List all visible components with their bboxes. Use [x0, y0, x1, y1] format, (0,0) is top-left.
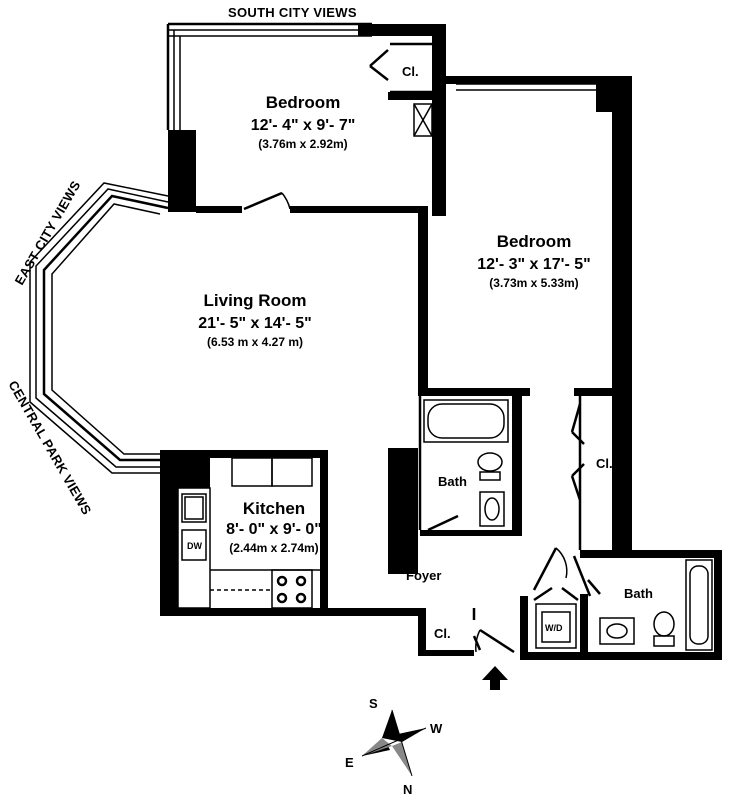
washer-dryer-icon [535, 603, 577, 649]
foyer-bedroom-door [532, 547, 592, 597]
wd-closet-doors [533, 586, 579, 602]
entry-arrow-icon [482, 666, 508, 690]
kitchen-name: Kitchen [243, 499, 305, 518]
closet-foyer-label: Cl. [434, 626, 451, 641]
bedroom-large-name: Bedroom [497, 232, 572, 251]
kitchen-metric: (2.44m x 2.74m) [229, 541, 318, 555]
stove-icon [271, 569, 313, 609]
east-city-views-label: EAST CITY VIEWS [12, 178, 84, 287]
bay-window [29, 182, 169, 474]
bath-center-door [427, 514, 459, 532]
bedroom-large-metric: (3.73m x 5.33m) [489, 276, 578, 290]
bedroom-large-dims: 12'- 3" x 17'- 5" [477, 256, 591, 273]
bath-center-sink-icon [479, 491, 505, 527]
compass-west-label: W [430, 721, 443, 736]
bedroom-small-door [243, 191, 291, 211]
entry-door [475, 628, 515, 654]
closet-right-doors [570, 403, 585, 501]
bath-right-name: Bath [624, 586, 653, 601]
bedroom-large-walls [418, 76, 632, 556]
closet-top [369, 42, 432, 100]
bedroom-small-dims: 12'- 4" x 9'- 7" [251, 117, 356, 134]
bedroom-small-walls [166, 22, 446, 216]
kitchen-walls [160, 450, 418, 616]
compass-south-label: S [369, 696, 378, 711]
living-room-name: Living Room [204, 291, 307, 310]
closet-right-label: Cl. [596, 456, 613, 471]
living-room-metric: (6.53 m x 4.27 m) [207, 335, 303, 349]
washer-dryer-label: W/D [545, 623, 563, 633]
bath-right-walls [520, 550, 722, 660]
living-room-dims: 21'- 5" x 14'- 5" [198, 315, 312, 332]
bath-right-toilet-icon [653, 611, 675, 647]
bath-center-name: Bath [438, 474, 467, 489]
bedroom-small-name: Bedroom [266, 93, 341, 112]
closet-foyer [418, 608, 482, 656]
compass-north-label: N [403, 782, 412, 797]
dishwasher-icon [181, 529, 207, 561]
duct-chase [413, 103, 433, 137]
foyer-name: Foyer [406, 568, 441, 583]
bedroom-small-metric: (3.76m x 2.92m) [258, 137, 347, 151]
compass-rose-icon [361, 709, 427, 777]
bath-center-walls [388, 396, 522, 574]
kitchen-dims: 8'- 0" x 9'- 0" [226, 521, 322, 538]
compass-east-label: E [345, 755, 354, 770]
toilet-icon [477, 452, 503, 481]
dishwasher-label: DW [187, 541, 202, 551]
sink-icon [181, 493, 207, 523]
south-city-views-label: SOUTH CITY VIEWS [228, 5, 357, 20]
closet-top-label: Cl. [402, 64, 419, 79]
bath-right-sink-icon [599, 617, 635, 645]
